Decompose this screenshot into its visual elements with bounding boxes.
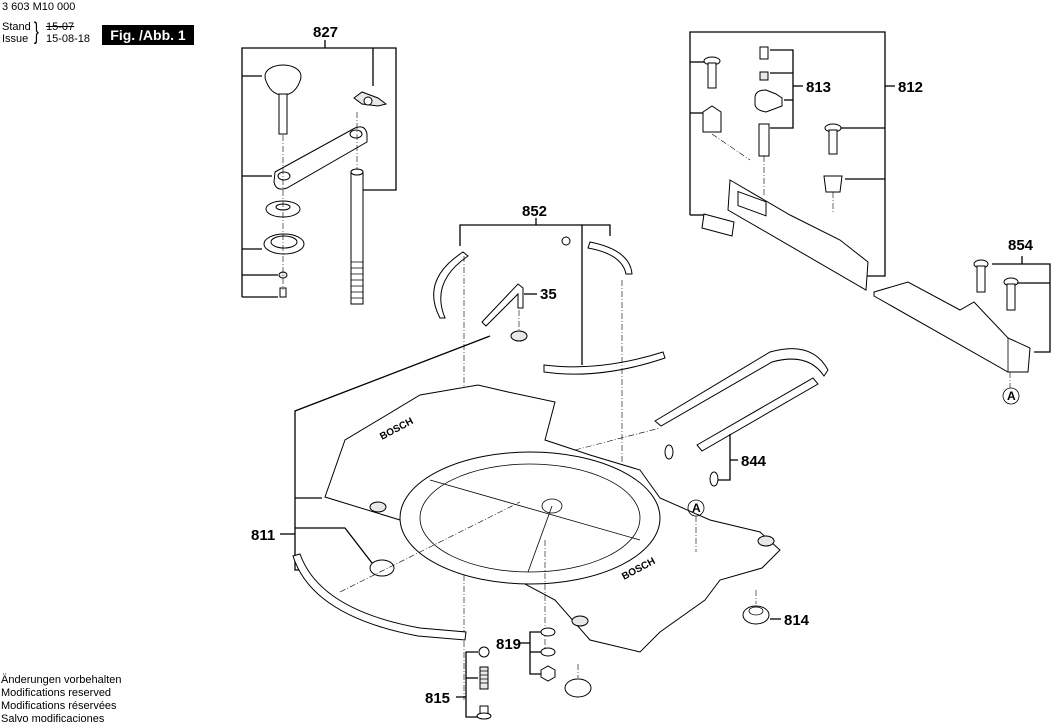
figure-badge: Fig. /Abb. 1 <box>102 25 194 45</box>
turntable-hub <box>541 498 563 514</box>
axis-line <box>711 133 751 161</box>
stand-label: Stand <box>2 21 31 33</box>
bracket-827 <box>241 47 397 297</box>
callout-813: 813 <box>806 79 831 96</box>
knob-part <box>264 64 302 135</box>
turntable-spoke <box>429 479 641 541</box>
callout-814: 814 <box>784 612 810 629</box>
grommet-part <box>510 330 528 342</box>
assembly-827: 827 <box>241 24 397 305</box>
miter-scale-part <box>292 553 467 641</box>
callout-811: 811 <box>251 527 275 544</box>
callout-844: 844 <box>741 453 767 470</box>
screw-part <box>664 444 674 460</box>
fence-slot <box>737 190 767 217</box>
clamp-left-part <box>433 251 469 319</box>
handle-rail-lower <box>696 377 819 452</box>
clamp-bottom-part <box>543 351 666 375</box>
footer-disclaimer: Änderungen vorbehalten Modifications res… <box>1 674 121 726</box>
aux-fence-part <box>873 281 1031 373</box>
document-number: 3 603 M10 000 <box>2 1 76 13</box>
mount-hole <box>369 501 387 513</box>
turntable <box>399 451 661 585</box>
bracket-815 <box>465 651 478 718</box>
handle-rail-upper <box>654 348 829 427</box>
axis-line <box>574 427 661 451</box>
bracket-812 <box>689 31 886 277</box>
base-811: BOSCH BOSCH 811 A <box>251 335 781 655</box>
fence-screw-part <box>823 123 843 193</box>
callout-827: 827 <box>313 24 338 41</box>
assembly-814: 814 <box>742 590 810 629</box>
rubber-foot-part <box>564 678 592 698</box>
bracket-813 <box>770 49 794 129</box>
screw-shank <box>976 265 986 293</box>
small-screw-part <box>279 287 287 298</box>
ref-marker-a: A <box>1007 389 1016 403</box>
turntable-inner <box>419 463 641 573</box>
assembly-844: 844 <box>574 348 829 487</box>
lever-arm-part <box>273 126 368 190</box>
bracket-854 <box>992 263 1051 353</box>
leader <box>295 527 373 564</box>
assembly-819: 819 <box>496 627 592 698</box>
threaded-rod-part <box>350 168 364 305</box>
footer-line-es: Salvo modificaciones <box>1 713 105 725</box>
fence-label-part <box>701 213 735 237</box>
set-screw-part <box>754 46 783 157</box>
footer-line-fr: Modifications réservées <box>1 700 117 712</box>
bracket-819 <box>529 631 541 675</box>
mount-hole <box>571 615 589 627</box>
footer-line-en: Modifications reserved <box>1 687 112 699</box>
assembly-812: 812 813 <box>689 31 923 291</box>
bracket-844 <box>718 434 731 481</box>
turntable-spoke <box>527 505 553 573</box>
clamp-right-part <box>587 241 633 275</box>
screw-shank <box>1006 283 1016 311</box>
ref-marker-a: A <box>692 501 701 515</box>
callout-812: 812 <box>898 79 923 96</box>
callout-35: 35 <box>540 286 557 303</box>
assembly-854: 854 A <box>873 237 1051 405</box>
ref-marker-a-circle <box>1002 387 1020 405</box>
callout-854: 854 <box>1008 237 1034 254</box>
wing-screw-part <box>353 91 388 107</box>
issue-date: 15-08-18 <box>46 33 91 45</box>
issue-label: Issue <box>2 33 29 45</box>
hex-key-35: 35 <box>481 283 557 342</box>
screw-part <box>702 56 722 133</box>
footer-line-de: Änderungen vorbehalten <box>1 674 122 686</box>
screw-part <box>709 471 719 487</box>
callout-852: 852 <box>522 203 547 220</box>
assembly-815: 815 <box>425 646 492 720</box>
rubber-foot-part <box>369 559 395 577</box>
assembly-852: 852 <box>433 203 666 700</box>
bracket-811-top <box>294 335 491 498</box>
clamp-eye <box>561 236 571 246</box>
old-date: 15-07 <box>46 21 75 33</box>
bracket-852 <box>459 224 611 246</box>
mount-hole <box>757 535 775 547</box>
callout-819: 819 <box>496 636 521 653</box>
brace-symbol: } <box>34 18 39 45</box>
axis-line <box>339 501 521 593</box>
ring-inner <box>270 235 298 249</box>
callout-815: 815 <box>425 690 450 707</box>
